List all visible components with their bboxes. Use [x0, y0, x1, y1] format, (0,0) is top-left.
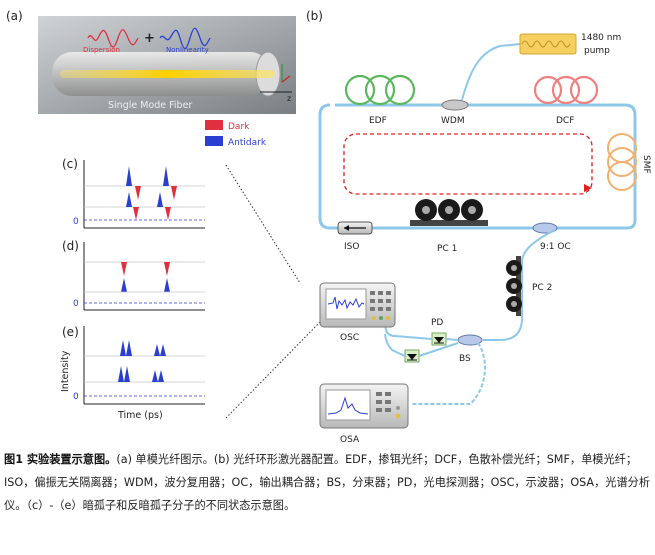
output-coupler	[532, 222, 558, 234]
dark-pulse	[121, 262, 127, 276]
panel-a-label: (a)	[6, 9, 23, 23]
axis-z-label: z	[287, 94, 291, 103]
panel-c-zero: 0	[73, 217, 79, 227]
wdm-label: WDM	[441, 116, 465, 126]
circulation-arrow	[343, 133, 593, 195]
edf-label: EDF	[369, 116, 387, 126]
pump-label: pump	[584, 46, 610, 56]
output-fiber	[483, 229, 556, 341]
bs-to-pd-fiber	[445, 338, 459, 341]
iso-label: ISO	[344, 242, 359, 252]
panel-d-label: (d)	[62, 239, 79, 253]
panel-e-plot: 0	[73, 326, 205, 405]
isolator	[337, 221, 373, 235]
dark-pulse	[171, 186, 177, 200]
antidark-pulse	[126, 340, 132, 356]
dispersion-label: Dispersion	[83, 46, 120, 54]
panel-c-label: (c)	[62, 157, 78, 171]
antidark-pulse	[126, 192, 132, 207]
wdm-coupler	[441, 99, 469, 111]
pc2-label: PC 2	[532, 283, 552, 293]
dark-pulse	[135, 186, 141, 200]
osa-trace	[327, 396, 369, 415]
dcf-label: DCF	[556, 116, 574, 126]
panel-b-label: (b)	[306, 9, 323, 23]
spectrum-analyzer	[319, 383, 409, 429]
bs-to-osa-fiber	[412, 342, 486, 405]
caption-body: (a) 单模光纤图示。(b) 光纤环形激光器配置。EDF，掺铒光纤；DCF，色散…	[4, 453, 651, 512]
smf-label: SMF	[641, 155, 651, 174]
legend-antidark-swatch	[205, 136, 223, 146]
pc1-label: PC 1	[437, 244, 457, 254]
dark-pulse	[133, 207, 139, 220]
antidark-pulse	[118, 366, 124, 382]
caption-title: 图1 实验装置示意图。	[4, 453, 117, 466]
figure: (a) Dispersion + Nonlinearity Single Mod…	[6, 9, 651, 445]
nonlinearity-label: Nonlinearity	[166, 46, 209, 54]
pump-fiber	[461, 43, 521, 101]
smf-coil	[607, 133, 637, 191]
bs-label: BS	[459, 354, 471, 364]
oscilloscope	[319, 282, 396, 328]
legend: Dark Antidark	[205, 120, 267, 148]
antidark-pulse	[126, 166, 132, 186]
zoom-guides	[225, 164, 321, 419]
nonlinearity-wave	[159, 27, 211, 50]
antidark-pulse	[120, 340, 126, 356]
panel-c-plot: 0	[73, 160, 205, 229]
fiber-illustration: Dispersion + Nonlinearity Single Mode Fi…	[38, 16, 296, 114]
panel-e-zero: 0	[73, 392, 79, 402]
pump-wavelength: 1480 nm	[581, 33, 621, 43]
y-axis-label: Intensity	[60, 350, 71, 392]
x-axis-label: Time (ps)	[117, 410, 163, 421]
osa-label: OSA	[340, 435, 360, 445]
antidark-pulse	[157, 192, 163, 207]
dark-pulse	[164, 262, 170, 276]
antidark-pulse	[124, 366, 130, 382]
polarization-controller-1	[410, 199, 488, 226]
plus-sign: +	[144, 31, 155, 46]
polarization-controller-2	[506, 256, 522, 316]
antidark-pulse	[163, 166, 169, 186]
legend-dark-label: Dark	[228, 122, 250, 132]
panel-d-plot: 0	[73, 242, 205, 311]
antidark-pulse	[154, 344, 160, 356]
dark-pulse	[165, 207, 171, 220]
osc-label: OSC	[340, 333, 359, 343]
legend-antidark-label: Antidark	[228, 138, 267, 148]
dcf-coil	[533, 75, 599, 105]
antidark-pulse	[160, 344, 166, 356]
pd-to-osc-fiber	[383, 317, 433, 340]
pump-laser	[519, 33, 577, 55]
edf-coil	[344, 74, 416, 106]
pd-label: PD	[431, 318, 443, 328]
osc-trace	[327, 296, 365, 310]
antidark-pulse	[121, 278, 127, 292]
legend-dark-swatch	[205, 120, 223, 130]
antidark-pulse	[158, 370, 164, 382]
oc-label: 9:1 OC	[540, 242, 571, 252]
dispersion-wave	[87, 29, 139, 48]
fiber-ring	[318, 103, 637, 230]
light-beam	[60, 70, 275, 78]
antidark-pulse	[164, 278, 170, 292]
antidark-pulse	[152, 370, 158, 382]
panel-e-label: (e)	[62, 325, 79, 339]
fiber-label: Single Mode Fiber	[108, 100, 192, 111]
axis-gizmo: z	[260, 64, 292, 103]
pd2-fiber	[384, 333, 459, 357]
figure-caption: 图1 实验装置示意图。(a) 单模光纤图示。(b) 光纤环形激光器配置。EDF，…	[4, 448, 651, 517]
panel-d-zero: 0	[73, 299, 79, 309]
